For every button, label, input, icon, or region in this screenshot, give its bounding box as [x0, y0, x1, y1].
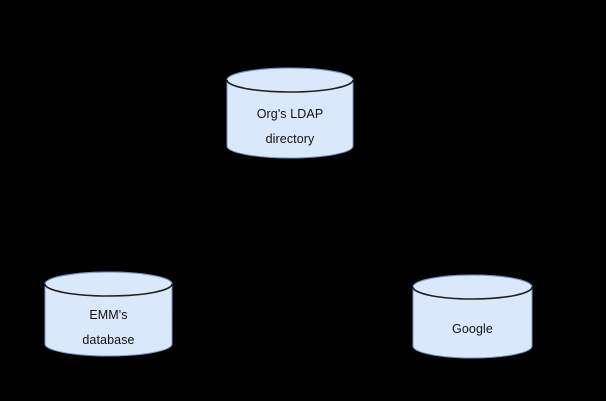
- cylinder-shape: [412, 274, 533, 359]
- node-emms-database[interactable]: EMM's database: [44, 271, 173, 357]
- cylinder-shape: [226, 67, 354, 159]
- node-orgs-ldap-directory[interactable]: Org's LDAP directory: [226, 67, 354, 159]
- node-google[interactable]: Google: [412, 274, 533, 359]
- cylinder-shape: [44, 271, 173, 357]
